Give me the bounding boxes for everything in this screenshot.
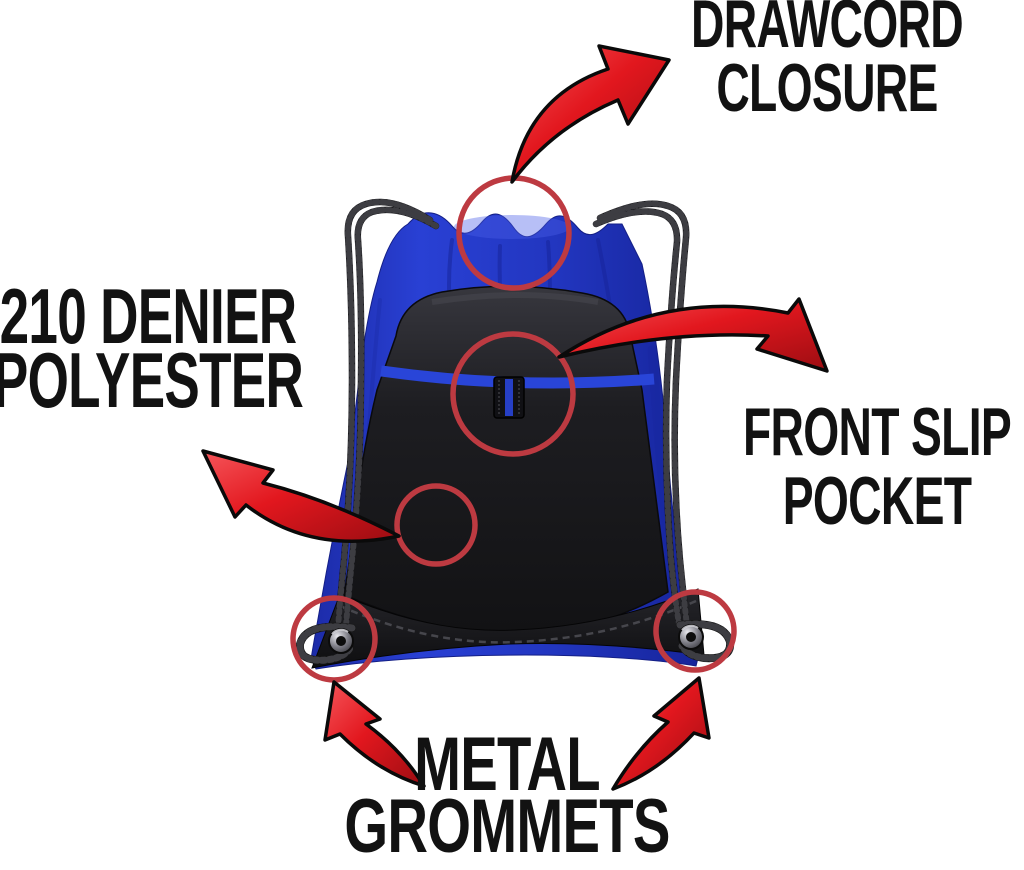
callout-label-metal-grommets: METAL GROMMETS: [344, 722, 670, 869]
right-grommet: [676, 620, 735, 663]
callout-line: POLYESTER: [0, 336, 304, 424]
drawstring-bag-illustration: [295, 198, 735, 670]
callout-line: POCKET: [782, 463, 972, 539]
callout-label-front-slip-pocket: FRONT SLIP POCKET: [742, 394, 1012, 539]
top-gather-highlight: [454, 215, 570, 239]
pocket-tab: [493, 376, 525, 419]
callout-label-drawcord-closure: DRAWCORD CLOSURE: [691, 0, 964, 126]
arrow-to-drawcord-label: [510, 44, 671, 184]
callout-line: FRONT SLIP: [742, 394, 1012, 470]
pocket-top-sheen: [431, 292, 599, 305]
right-drawcord: [592, 200, 691, 630]
callout-line: CLOSURE: [716, 50, 938, 126]
callout-label-210-denier-polyester: 210 DENIER POLYESTER: [0, 272, 304, 424]
callout-arrows: [201, 44, 829, 791]
highlight-circle-fabric: [394, 483, 478, 567]
callout-line: METAL: [414, 722, 601, 807]
highlight-circle-right-grommet: [653, 589, 737, 673]
arrow-to-pocket-label: [557, 297, 829, 373]
highlight-circles: [290, 175, 737, 683]
left-grommet: [295, 622, 356, 665]
left-drawcord: [334, 198, 440, 632]
callout-line: 210 DENIER: [0, 272, 297, 360]
arrow-to-polyester-label: [201, 449, 401, 543]
highlight-circle-pocket-tab: [450, 331, 576, 457]
bottom-panel-stitch: [339, 599, 697, 644]
callout-line: GROMMETS: [344, 784, 670, 869]
arrow-to-right-grommet: [611, 676, 711, 791]
arrow-to-left-grommet: [323, 680, 426, 788]
highlight-circle-left-grommet: [290, 595, 378, 683]
callout-line: DRAWCORD: [691, 0, 964, 62]
